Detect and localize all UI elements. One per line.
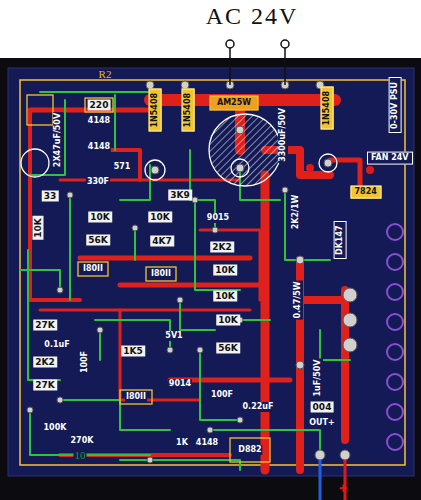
silkscreen-label: 10 xyxy=(74,450,87,461)
component-footprint: 1N5408 xyxy=(321,87,334,130)
silkscreen-label: 4148 xyxy=(87,142,111,152)
silkscreen-label: 27K xyxy=(33,380,57,391)
silkscreen-label: 2K2/1W xyxy=(291,194,301,231)
silkscreen-label: 33 xyxy=(42,191,59,202)
silkscreen-label: 571 xyxy=(113,162,132,172)
silkscreen-label: OUT+ xyxy=(308,418,335,428)
silkscreen-label: 1K xyxy=(175,438,189,448)
silkscreen-label: 1uF/50V xyxy=(313,359,323,398)
silkscreen-label: 2K2 xyxy=(33,357,57,368)
component-footprint: DK147 xyxy=(334,221,347,259)
silkscreen-label: 9015 xyxy=(206,213,230,223)
part-label: FAN 24V xyxy=(371,154,409,163)
silkscreen-label: 3K9 xyxy=(168,190,192,201)
silkscreen-label: 4148 xyxy=(195,438,219,448)
component-footprint: 1N5408 xyxy=(149,89,162,132)
silkscreen-label: 10K xyxy=(213,265,237,276)
silkscreen-label: 330F xyxy=(86,177,110,187)
silkscreen-label: 100F xyxy=(210,390,234,400)
silkscreen-label: I80II xyxy=(82,264,104,274)
component-footprint: 1N5408 xyxy=(182,89,195,132)
silkscreen-label: 0.22uF xyxy=(242,402,275,412)
part-label: 1N5408 xyxy=(151,93,160,128)
silkscreen-label: + xyxy=(339,481,347,495)
silkscreen-label: 10K xyxy=(33,216,44,240)
silkscreen-label: 3300uF/50V xyxy=(278,107,288,163)
part-label: 1N5408 xyxy=(323,91,332,126)
component-footprint: FAN 24V xyxy=(367,152,413,165)
silkscreen-label: 9014 xyxy=(168,379,192,389)
silkscreen-label: 10K xyxy=(148,212,172,223)
silkscreen-label: I80II xyxy=(150,269,172,279)
silkscreen-label: 1K5 xyxy=(121,346,145,357)
silkscreen-label: 10K xyxy=(213,291,237,302)
silkscreen-label: 2K2 xyxy=(210,242,234,253)
silkscreen-label: 56K xyxy=(216,343,240,354)
silkscreen-label: 0.1uF xyxy=(43,340,70,350)
silkscreen-label: 0.47/5W xyxy=(293,280,303,319)
silkscreen-label: D882 xyxy=(237,445,262,455)
component-footprint: 0-30V PSU xyxy=(389,77,402,133)
silkscreen-label: 220 xyxy=(88,100,111,111)
silkscreen-label: 100K xyxy=(43,423,68,433)
silkscreen-label: 2X47uF/50V xyxy=(53,112,63,168)
silkscreen-label: 10K xyxy=(88,212,112,223)
silkscreen-label: 5V1 xyxy=(164,331,183,341)
silkscreen-label: 270K xyxy=(70,436,95,446)
part-label: DK147 xyxy=(336,225,345,255)
silkscreen-label: 100F xyxy=(80,350,90,374)
silkscreen-label: AM25W xyxy=(215,98,253,108)
silkscreen-label: 004 xyxy=(311,402,334,413)
silkscreen-label: I80II xyxy=(125,392,147,402)
part-label: 7824 xyxy=(355,188,378,197)
silkscreen-label: AC 24V xyxy=(206,4,299,28)
silkscreen-label: 27K xyxy=(33,320,57,331)
silkscreen-label: 4148 xyxy=(87,116,111,126)
component-footprint: 7824 xyxy=(351,186,382,199)
silkscreen-label: 10K xyxy=(216,315,240,326)
silkscreen-label: 4K7 xyxy=(150,236,174,247)
silkscreen-label: R2 xyxy=(99,69,112,80)
part-label: 1N5408 xyxy=(184,93,193,128)
silkscreen-label: 56K xyxy=(86,235,110,246)
part-label: 0-30V PSU xyxy=(391,81,400,129)
